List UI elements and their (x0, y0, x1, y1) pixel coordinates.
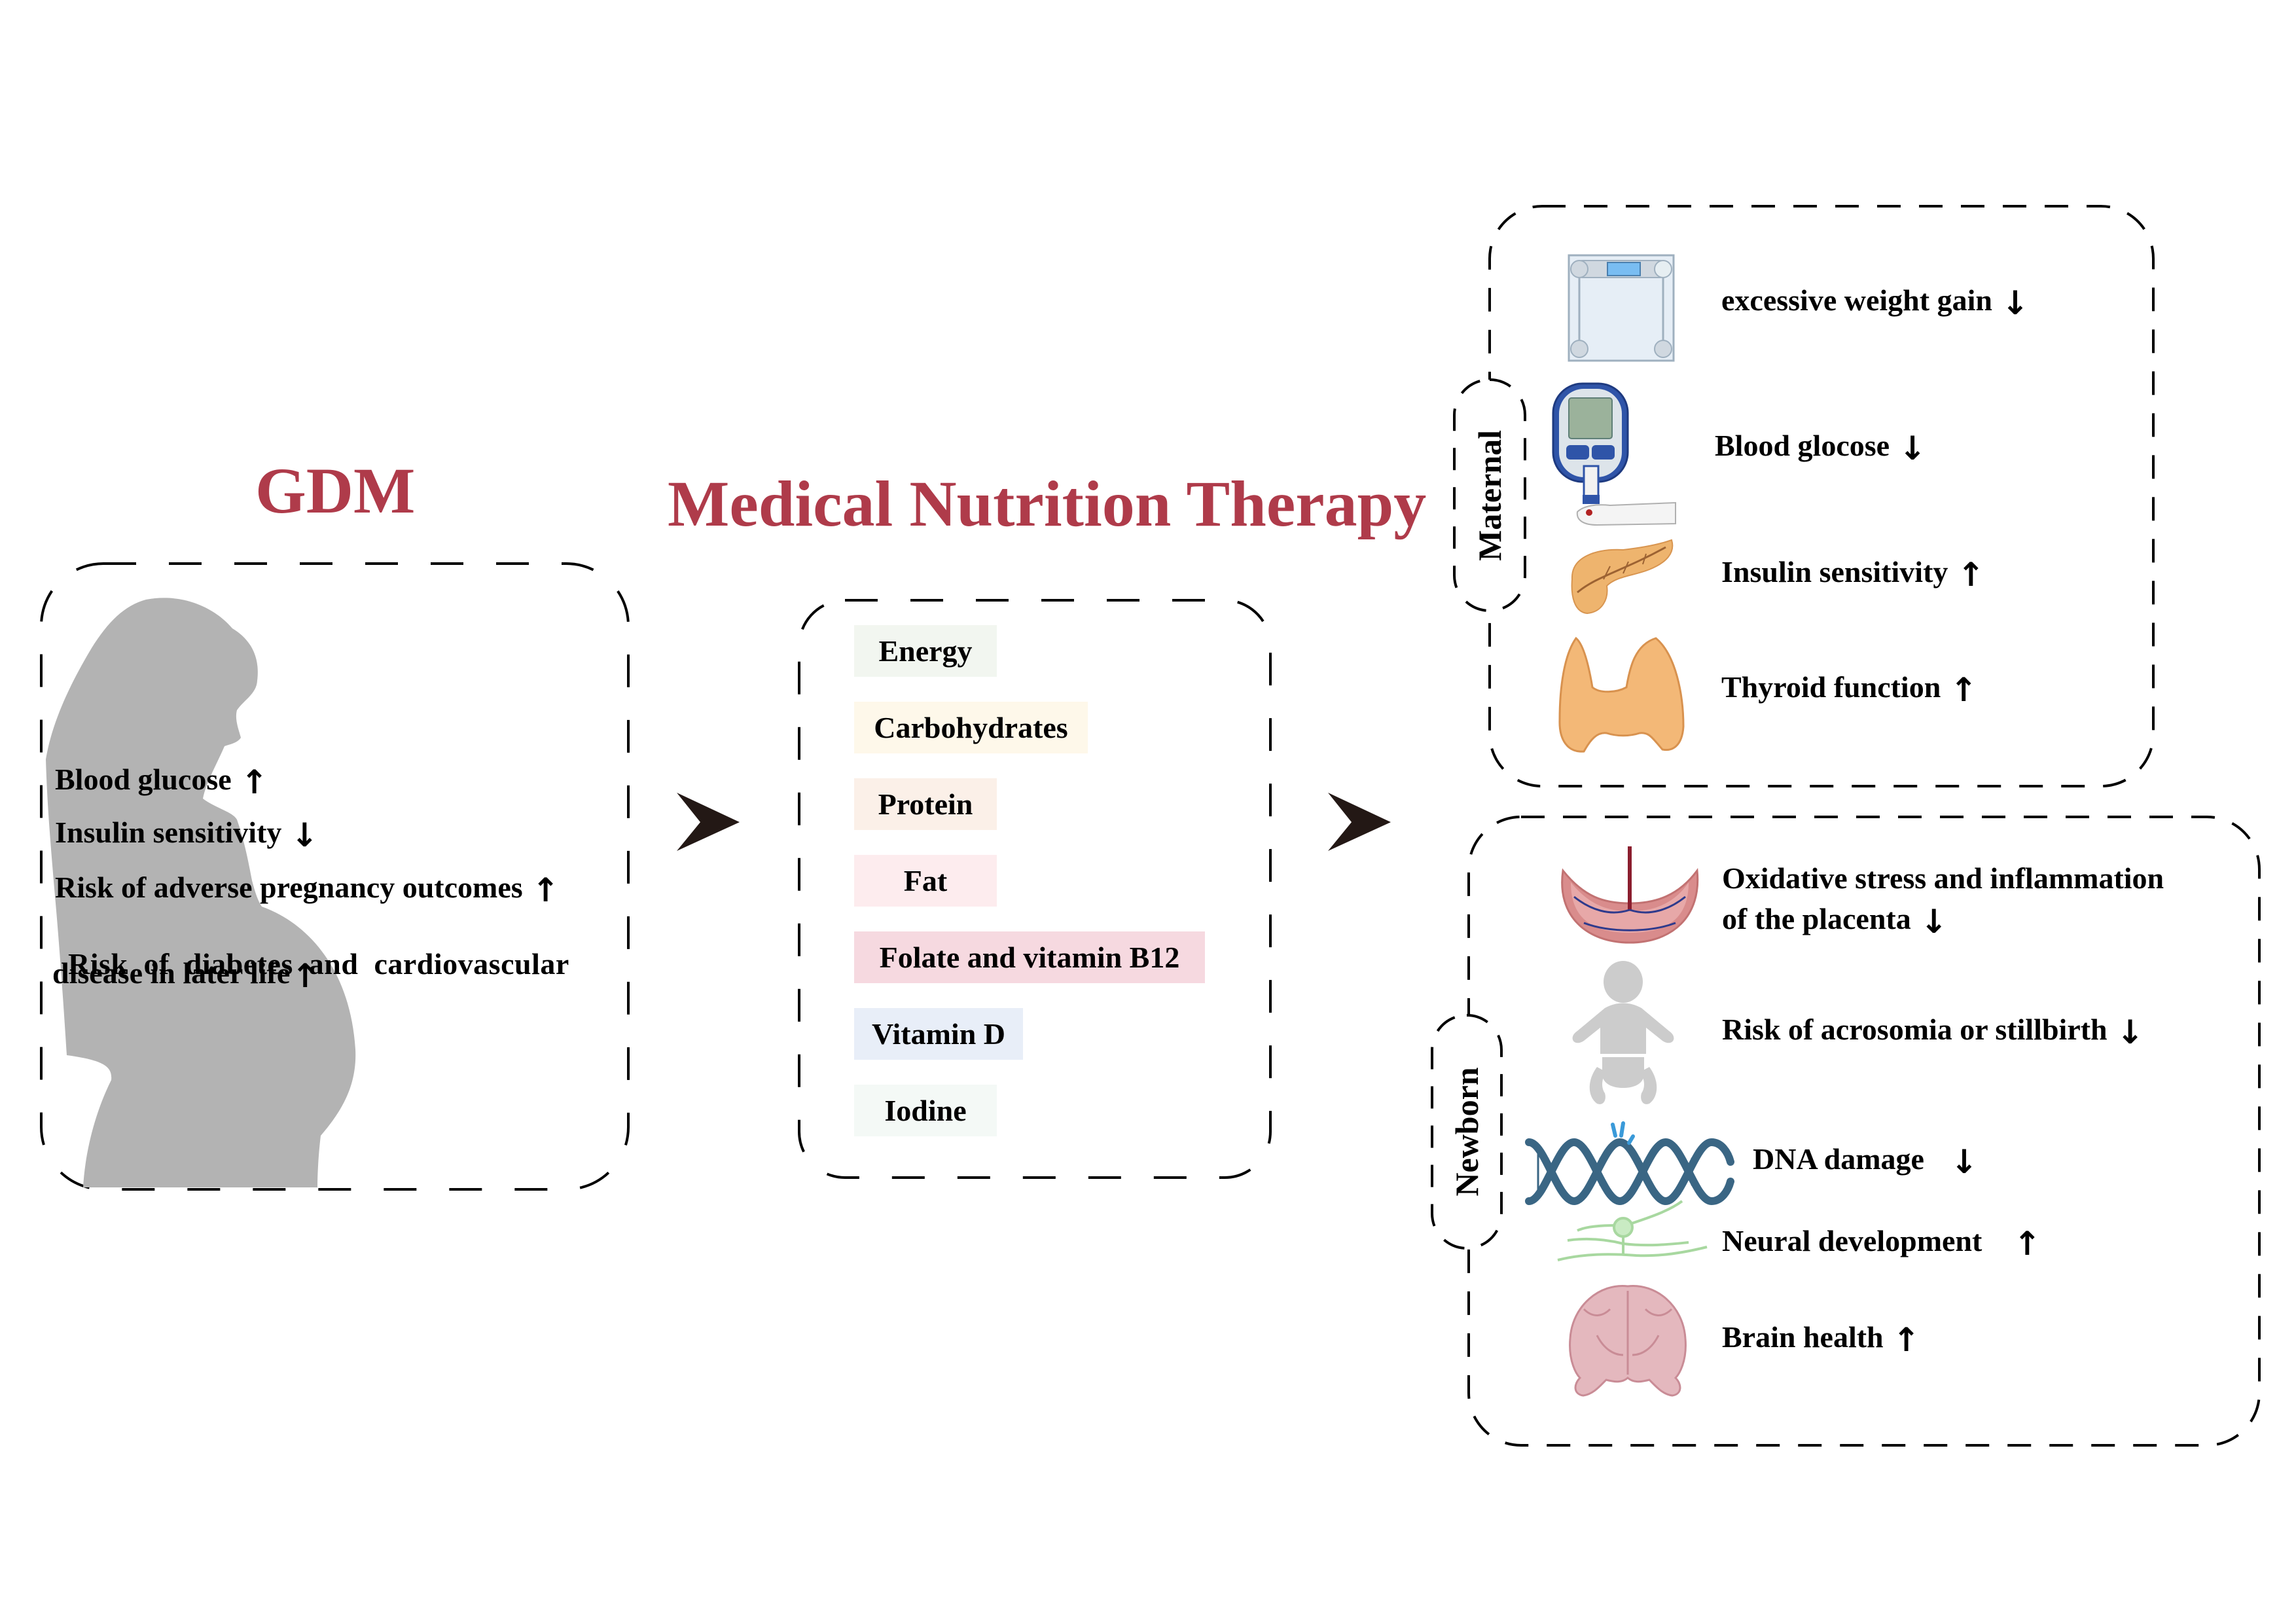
nutrient-energy: Energy (854, 625, 997, 677)
maternal-outcome-weight-gain: excessive weight gain ↓ (1721, 283, 2029, 322)
mnt-title: Medical Nutrition Therapy (668, 467, 1427, 540)
baby-icon (1572, 961, 1674, 1104)
newborn-outcome-macrosomia-stillbirth: Risk of acrosomia or stillbirth↓ (1722, 1015, 2144, 1049)
newborn-outcome-placenta: Oxidative stress and inflammation of the… (1722, 858, 2164, 942)
arrow-down-icon: ↓ (291, 816, 319, 854)
dna-icon (1525, 1121, 1734, 1206)
gdm-effect-label: disease in later life (52, 956, 291, 990)
nutrient-fat: Fat (854, 855, 997, 907)
outcome-label: Insulin sensitivity (1721, 555, 1948, 588)
arrow-down-icon: ↓ (2001, 284, 2029, 322)
nutrient-label: Vitamin D (871, 1017, 1005, 1051)
gdm-effect-adverse-pregnancy: Risk of adverse pregnancy outcomes↑ (55, 873, 560, 907)
nutrient-protein: Protein (854, 778, 997, 830)
arrow-down-icon: ↓ (1899, 429, 1926, 467)
nutrient-label: Carbohydrates (874, 711, 1068, 744)
weight-scale-icon (1568, 254, 1675, 362)
arrow-down-icon: ↓ (1950, 1143, 1978, 1181)
nutrient-label: Fat (903, 864, 948, 897)
maternal-outcome-thyroid: Thyroid function ↑ (1721, 670, 1978, 709)
maternal-outcome-blood-glucose: Blood glocose ↓ (1715, 431, 1926, 465)
nutrient-label: Iodine (884, 1094, 967, 1127)
gdm-effect-label: Insulin sensitivity (55, 816, 282, 849)
outcome-label: Brain health (1722, 1320, 1884, 1354)
arrow-down-icon: ↓ (1920, 903, 1948, 941)
arrow-down-icon: ↓ (2116, 1013, 2144, 1051)
gdm-effect-diabetes-cvd-line1: Risk of diabetes and cardiovascular (52, 919, 569, 979)
newborn-label: Newborn (1448, 1067, 1485, 1197)
gdm-effect-diabetes-cvd-line2: disease in later life↑ (52, 956, 319, 995)
nutrient-iodine: Iodine (854, 1085, 997, 1136)
nutrient-label: Energy (878, 634, 973, 668)
gdm-effect-insulin-sensitivity: Insulin sensitivity ↓ (55, 818, 318, 852)
nutrient-vitamin-d: Vitamin D (854, 1008, 1023, 1060)
pancreas-icon (1571, 539, 1674, 615)
placenta-icon (1561, 846, 1699, 944)
outcome-label: excessive weight gain (1721, 283, 1992, 317)
newborn-outcome-dna-damage: DNA damage ↓ (1753, 1142, 1978, 1181)
outcome-label: Neural development (1722, 1224, 1982, 1257)
gdm-effect-label: Blood glucose (55, 763, 232, 796)
outcome-label: DNA damage (1753, 1142, 1924, 1176)
maternal-label: Maternal (1471, 430, 1508, 561)
outcome-label: Thyroid function (1721, 670, 1941, 704)
nutrient-label: Protein (878, 787, 973, 821)
nutrient-label: Folate and vitamin B12 (879, 941, 1180, 974)
neuron-icon (1557, 1200, 1708, 1261)
nutrient-carbohydrates: Carbohydrates (854, 702, 1088, 753)
arrow-up-icon: ↑ (2013, 1225, 2041, 1263)
gdm-effect-label: Risk of diabetes and cardiovascular (68, 947, 569, 981)
gdm-effect-label: Risk of adverse pregnancy outcomes (55, 871, 523, 904)
arrow-right-icon (677, 793, 740, 851)
arrow-up-icon: ↑ (291, 957, 319, 995)
newborn-outcome-brain-health: Brain health↑ (1722, 1320, 1920, 1359)
arrow-up-icon: ↑ (1892, 1321, 1920, 1359)
brain-icon (1569, 1285, 1687, 1397)
nutrient-folate-b12: Folate and vitamin B12 (854, 931, 1205, 983)
maternal-outcome-insulin-sensitivity: Insulin sensitivity ↑ (1721, 555, 1985, 594)
outcome-label: Blood glocose (1715, 429, 1890, 462)
arrow-up-icon: ↑ (1957, 556, 1985, 594)
glucometer-icon (1552, 382, 1676, 526)
newborn-outcome-neural-development: Neural development ↑ (1722, 1224, 2041, 1263)
arrow-up-icon: ↑ (1950, 671, 1978, 709)
gdm-effect-blood-glucose: Blood glucose↑ (55, 765, 268, 799)
arrow-up-icon: ↑ (240, 763, 268, 801)
outcome-label: Risk of acrosomia or stillbirth (1722, 1013, 2108, 1046)
arrow-right-icon (1328, 793, 1391, 851)
outcome-label-line1: Oxidative stress and inflammation (1722, 861, 2164, 895)
gdm-title: GDM (255, 454, 416, 527)
thyroid-icon (1558, 636, 1685, 753)
arrow-up-icon: ↑ (531, 871, 560, 909)
outcome-label-line2: of the placenta (1722, 902, 1911, 935)
